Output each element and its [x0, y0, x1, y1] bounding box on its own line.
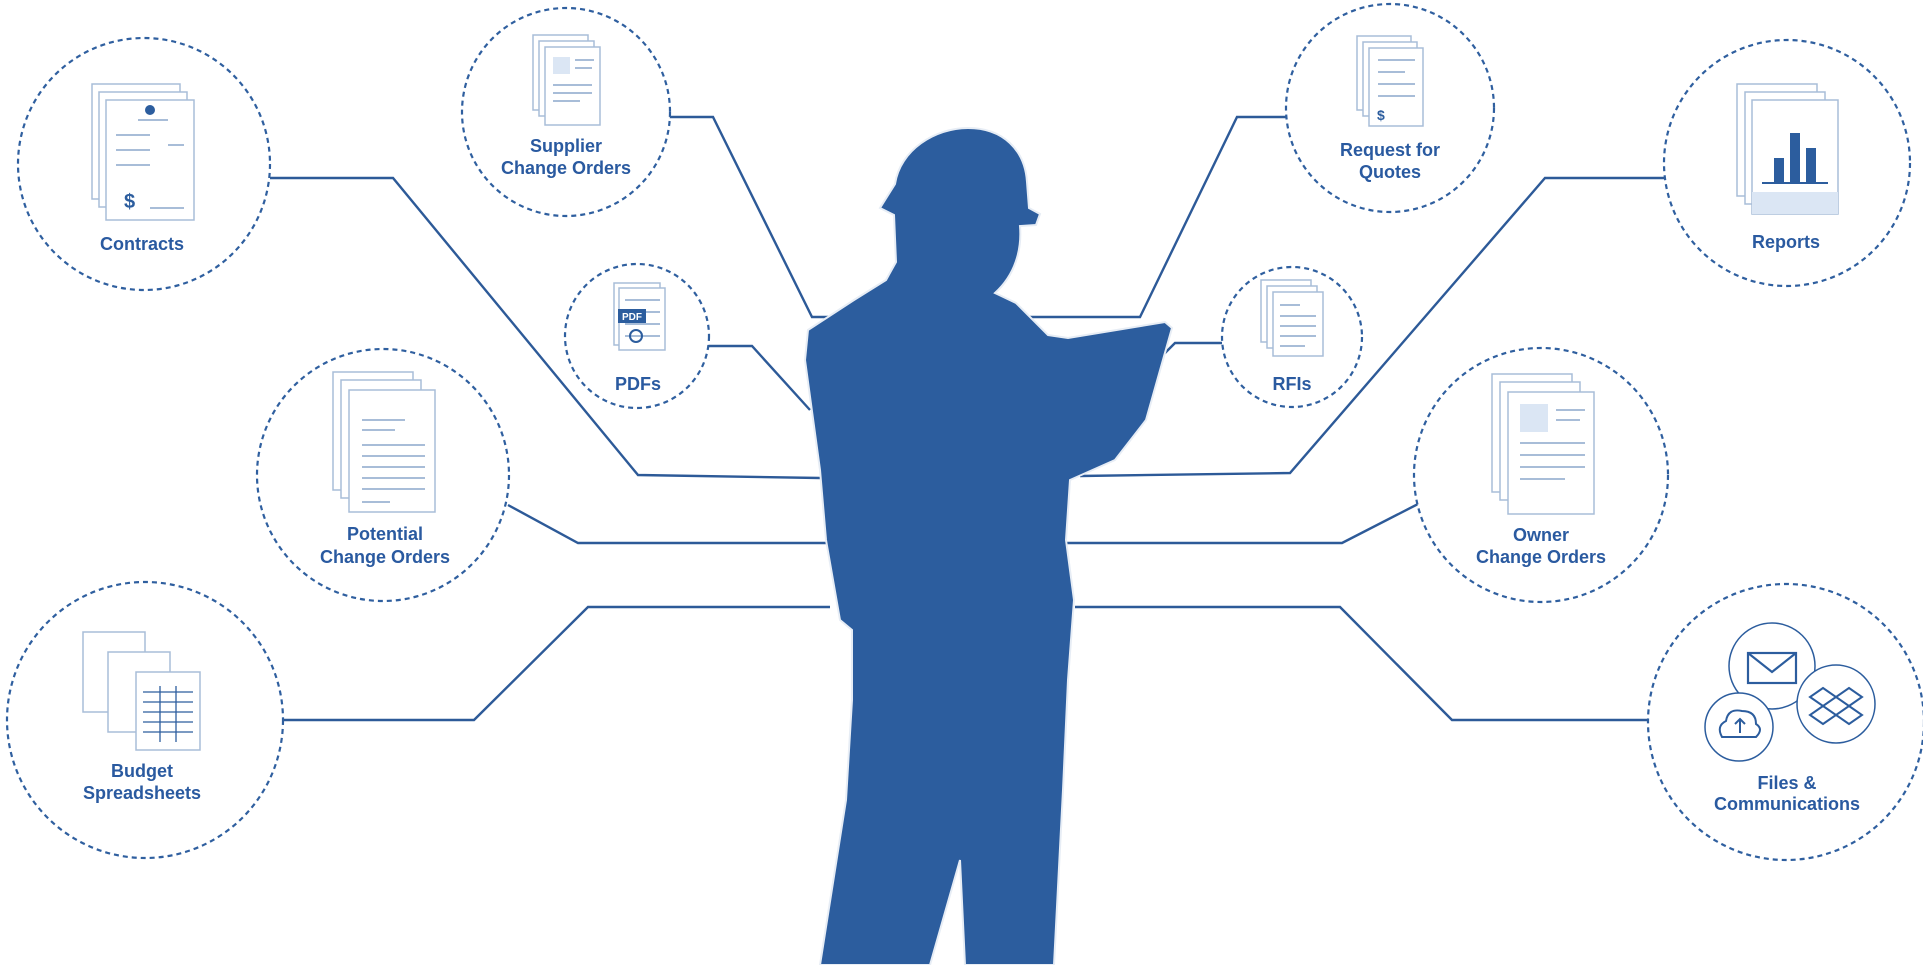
node-reports: Reports — [1662, 38, 1912, 288]
node-files-label-2: Communications — [1714, 794, 1860, 814]
node-owner-change-orders: Owner Change Orders — [1412, 346, 1670, 604]
node-pdfs: PDF PDFs — [563, 262, 711, 410]
connector-owner — [1065, 501, 1421, 545]
quote-documents-icon: $ — [1356, 35, 1424, 127]
node-supplier-label-2: Change Orders — [501, 158, 631, 178]
owner-documents-icon — [1491, 373, 1595, 515]
node-budget-spreadsheets: Budget Spreadsheets — [5, 580, 285, 860]
node-potential-change-orders: Potential Change Orders — [255, 347, 511, 603]
node-request-for-quotes: $ Request for Quotes — [1284, 2, 1496, 214]
svg-text:$: $ — [1377, 107, 1385, 123]
node-rfis: RFIs — [1220, 265, 1364, 409]
change-order-documents-icon — [332, 371, 436, 513]
node-potential-label-1: Potential — [347, 524, 423, 544]
connector-contracts — [270, 176, 821, 480]
bar-chart-report-icon — [1736, 83, 1839, 215]
node-pdfs-label: PDFs — [615, 374, 661, 394]
node-budget-label-1: Budget — [111, 761, 173, 781]
contract-documents-icon: $ — [91, 83, 195, 221]
connector-files — [1075, 605, 1649, 722]
svg-text:$: $ — [124, 191, 135, 213]
node-files-label-1: Files & — [1757, 773, 1816, 793]
node-supplier-change-orders: Supplier Change Orders — [460, 6, 672, 218]
connector-pdfs — [708, 344, 811, 411]
connector-potential — [507, 503, 830, 545]
node-owner-label-2: Change Orders — [1476, 547, 1606, 567]
envelope-icon — [1728, 622, 1816, 710]
node-owner-label-1: Owner — [1513, 525, 1569, 545]
node-reports-label: Reports — [1752, 232, 1820, 252]
node-contracts: $ Contracts — [16, 36, 272, 292]
worker-silhouette — [803, 126, 1174, 965]
node-files-circle — [1646, 582, 1923, 862]
pdf-file-icon: PDF — [613, 282, 666, 351]
pdf-badge-text: PDF — [622, 312, 642, 323]
connector-supplier — [668, 115, 900, 319]
node-rfq-label-2: Quotes — [1359, 162, 1421, 182]
dropbox-icon — [1796, 664, 1876, 744]
node-potential-label-2: Change Orders — [320, 547, 450, 567]
connectors — [270, 115, 1665, 722]
connector-budget — [282, 605, 830, 722]
node-contracts-label: Contracts — [100, 234, 184, 254]
node-files-communications: Files & Communications — [1646, 582, 1923, 862]
spreadsheet-icon — [82, 631, 201, 751]
node-rfis-label: RFIs — [1272, 374, 1311, 394]
rfi-documents-icon — [1260, 279, 1324, 357]
supplier-documents-icon — [532, 34, 601, 126]
node-budget-label-2: Spreadsheets — [83, 783, 201, 803]
connector-reports — [1079, 176, 1665, 478]
cloud-upload-icon — [1704, 692, 1774, 762]
connector-rfq — [1000, 115, 1288, 319]
node-rfq-label-1: Request for — [1340, 140, 1440, 160]
node-supplier-label-1: Supplier — [530, 136, 602, 156]
